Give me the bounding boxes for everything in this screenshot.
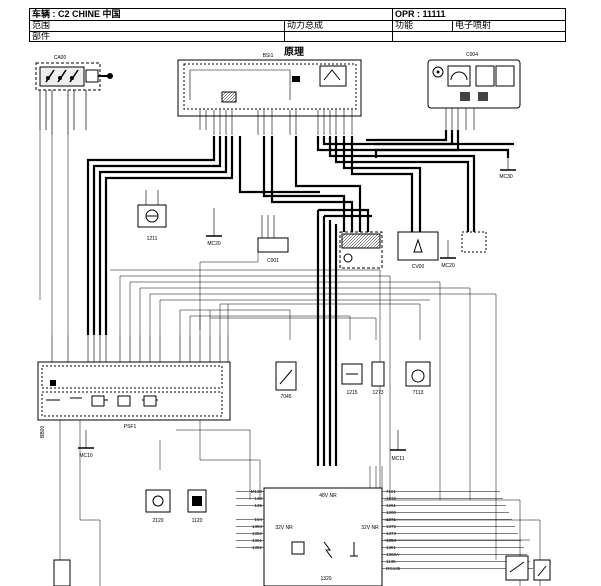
scope-label: 范围: [32, 20, 51, 30]
c001-connector: C001: [257, 215, 289, 264]
thick-harness: [86, 130, 514, 466]
dashed-connector-right: [461, 231, 487, 253]
label-mc30: MC30: [499, 174, 513, 180]
part-cell-empty: [284, 31, 392, 42]
function-label: 功能: [392, 20, 452, 31]
component-bottom-right: [505, 555, 551, 581]
label-1320: 1320: [320, 576, 331, 582]
label-mc20a: MC20: [207, 241, 221, 247]
label-7113: 7113: [413, 390, 424, 396]
psf1-fuse-box: PSF1: [37, 335, 231, 430]
bsi1-label: BSI1: [263, 53, 274, 59]
vehicle-cell: 车辆 : C2 CHINE 中国: [32, 9, 121, 19]
ecu-right-pins: 7101121612611200137113721373135413811368…: [382, 489, 533, 571]
label-32v-right: 32V NR: [361, 525, 379, 531]
header-row-vehicle: 车辆 : C2 CHINE 中国 OPR : 11111: [30, 9, 565, 21]
component-2120: 2120: [145, 489, 171, 524]
label-bb00: BB00: [40, 426, 46, 438]
label-1211: 1211: [147, 236, 158, 242]
label-2120: 2120: [152, 518, 163, 524]
component-1215: 1215: [341, 363, 363, 396]
cv00-module: CV00: [397, 231, 439, 270]
c004-cluster: C004: [427, 52, 521, 130]
header-row-scope: 范围 动力总成 功能 电子喷射: [30, 20, 565, 32]
opr-cell: OPR : 11111: [392, 9, 565, 20]
diagram-title: 原理: [284, 47, 304, 58]
component-bottom-left: [53, 559, 71, 586]
relay-1211: 1211: [137, 190, 167, 242]
label-1273: 1273: [372, 390, 383, 396]
label-cv00: CV00: [412, 264, 425, 270]
ground-mc30: MC30: [499, 158, 516, 180]
label-mc11: MC11: [392, 456, 405, 462]
bsi1-module: BSI1: [177, 53, 362, 135]
label-c001: C001: [267, 258, 279, 264]
part-label: 部件: [32, 31, 51, 41]
component-1273: 1273: [371, 361, 385, 396]
ca00-label: CA00: [54, 55, 67, 61]
label-48v: 48V NR: [319, 493, 337, 499]
part-cell-empty-2: [392, 31, 565, 42]
label-psf1: PSF1: [124, 424, 137, 430]
ground-mc10: MC10: [78, 430, 94, 459]
label-32v-left: 32V NR: [275, 525, 293, 531]
component-1120: 1120: [187, 489, 207, 524]
label-1120: 1120: [192, 518, 203, 524]
c004-label: C004: [466, 52, 478, 58]
function-value: 电子喷射: [452, 20, 565, 31]
label-7045: 7045: [280, 394, 291, 400]
component-7045: 7045: [275, 361, 297, 400]
ground-mc11: MC11: [390, 430, 406, 462]
dashed-sensor-group: [339, 231, 383, 269]
domain-cell: 动力总成: [284, 20, 392, 31]
header-row-part: 部件: [30, 31, 565, 42]
ecu-1320: 48V NR 32V NR 32V NR 1320: [263, 487, 383, 586]
ca00-ignition-switch: CA00: [35, 55, 113, 135]
label-1215: 1215: [346, 390, 357, 396]
component-7113: 7113: [405, 361, 431, 396]
ground-mc20-left: MC20: [206, 208, 222, 247]
label-mc20b: MC20: [441, 263, 455, 269]
label-mc10: MC10: [79, 453, 93, 459]
header-table: 车辆 : C2 CHINE 中国 OPR : 11111 范围 动力总成 功能 …: [29, 8, 566, 42]
ground-mc20-right: MC20: [440, 240, 456, 269]
